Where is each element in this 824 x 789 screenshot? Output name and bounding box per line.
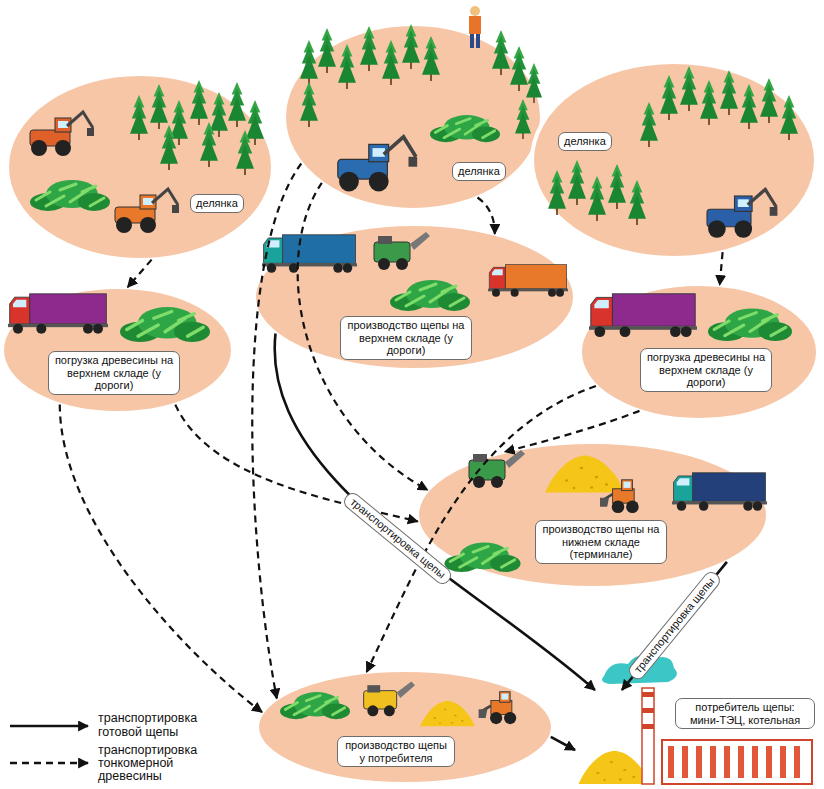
area-ellipse: делянка xyxy=(5,72,275,262)
dashed-arrow xyxy=(128,260,152,288)
area-ellipse: делянка xyxy=(530,60,818,260)
area-ellipse: производство щепы на нижнем складе (терм… xyxy=(415,440,770,590)
area-fill xyxy=(257,670,553,784)
area-outline xyxy=(415,440,770,590)
legend-text: транспортировка готовой щепы xyxy=(98,712,228,738)
legend-text: транспортировка тонкомерной древесины xyxy=(98,744,228,783)
area-fill xyxy=(580,284,818,420)
area-label: погрузка древесины на верхнем складе (у … xyxy=(640,348,772,392)
area-label: производство щепы у потребителя xyxy=(337,736,455,767)
area-ellipse: делянка xyxy=(282,22,544,212)
area-fill xyxy=(7,74,273,260)
area-fill xyxy=(417,442,768,588)
area-fill xyxy=(2,287,233,413)
legend: транспортировка готовой щепы транспортиро… xyxy=(8,707,228,783)
consumer-area: потребитель щепы: мини-ТЭЦ, котельная xyxy=(575,690,818,786)
area-outline xyxy=(255,668,555,786)
area-label: потребитель щепы: мини-ТЭЦ, котельная xyxy=(675,698,815,729)
dashed-arrow xyxy=(252,164,301,699)
legend-sample xyxy=(8,719,90,733)
area-label: производство щепы на нижнем складе (терм… xyxy=(535,520,667,564)
area-label: делянка xyxy=(190,194,244,213)
area-label: делянка xyxy=(558,132,612,151)
legend-row: транспортировка тонкомерной древесины xyxy=(8,744,228,783)
area-ellipse: погрузка древесины на верхнем складе (у … xyxy=(578,282,820,422)
area-outline xyxy=(0,285,235,415)
area-fill xyxy=(284,24,542,210)
area-outline xyxy=(282,22,544,212)
legend-sample xyxy=(8,756,90,770)
chip-pile xyxy=(579,751,651,784)
dashed-arrow xyxy=(720,252,723,285)
area-outline xyxy=(5,72,275,262)
area-outline xyxy=(530,60,818,260)
area-label: производство щепы на верхнем складе (у д… xyxy=(340,316,472,360)
area-label: погрузка древесины на верхнем складе (у … xyxy=(48,351,180,395)
legend-line xyxy=(10,724,88,726)
area-fill xyxy=(532,62,816,258)
area-ellipse: производство щепы у потребителя xyxy=(255,668,555,786)
legend-row: транспортировка готовой щепы xyxy=(8,712,228,738)
dashed-arrow xyxy=(175,405,417,522)
area-ellipse: производство щепы на верхнем складе (у д… xyxy=(252,222,577,372)
solid-arrow xyxy=(551,737,575,750)
area-fill xyxy=(254,224,575,370)
dashed-arrow xyxy=(60,405,262,713)
legend-line xyxy=(10,762,88,764)
area-label: делянка xyxy=(452,162,506,181)
area-ellipse: погрузка древесины на верхнем складе (у … xyxy=(0,285,235,415)
